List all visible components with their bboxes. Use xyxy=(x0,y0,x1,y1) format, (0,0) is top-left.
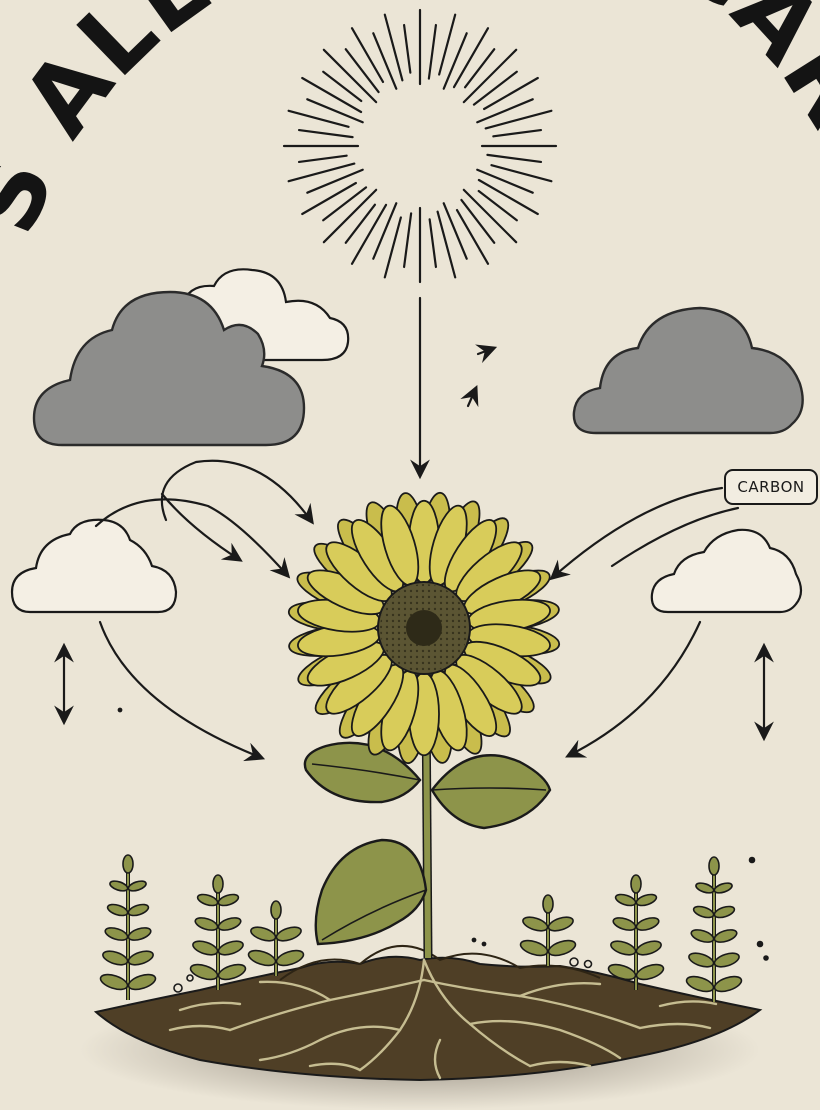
leaf-upper-right xyxy=(432,755,550,828)
seedling-leaf xyxy=(247,948,278,969)
seedling-leaf xyxy=(191,939,219,958)
sun-ray xyxy=(487,155,541,162)
seedling-leaf xyxy=(101,949,129,968)
seedling-leaf xyxy=(690,927,715,944)
sun-ray xyxy=(430,219,436,267)
sun-ray xyxy=(385,15,403,81)
sun-ray xyxy=(323,187,366,220)
seedling-bud xyxy=(271,901,281,919)
title-arc-right: E CAR xyxy=(568,0,820,147)
seedling xyxy=(685,857,744,1002)
small-arrow-b xyxy=(468,388,476,406)
seedling-leaf xyxy=(275,948,306,969)
sun-ray xyxy=(479,191,517,220)
seedling-leaf xyxy=(127,925,152,942)
seedling-bud xyxy=(123,855,133,873)
seedling-leaf xyxy=(713,951,741,970)
sun-ray xyxy=(299,156,347,162)
seedling-leaf xyxy=(217,915,242,932)
seedling-leaf xyxy=(104,925,129,942)
cloud-light-mid-right xyxy=(652,530,801,612)
sun-ray xyxy=(474,72,517,105)
seedling-leaf xyxy=(127,949,155,968)
seedling-bud xyxy=(543,895,553,913)
seedling xyxy=(247,901,306,976)
seedling-leaf xyxy=(713,881,733,895)
seedling-leaf xyxy=(127,902,150,917)
seedling-leaf xyxy=(275,925,303,944)
seedling xyxy=(189,875,248,990)
small-arrow-a xyxy=(478,348,494,354)
cloud-dark-top-right xyxy=(574,308,803,433)
sunflower-core xyxy=(406,610,442,646)
seedling-leaf xyxy=(614,892,637,907)
seedling-leaf xyxy=(687,951,715,970)
seedling-leaf xyxy=(249,925,277,944)
seedling-leaf xyxy=(635,962,666,983)
cloud-light-mid-left xyxy=(12,520,176,612)
seedling xyxy=(99,855,158,1000)
seedling xyxy=(607,875,666,990)
seedling-leaf xyxy=(635,892,658,907)
seedling-leaf xyxy=(127,879,147,893)
sun-ray xyxy=(299,130,353,137)
sun-ray xyxy=(429,25,436,79)
seedling-leaf xyxy=(609,939,637,958)
sun-ray xyxy=(461,200,494,243)
seedling-leaf xyxy=(127,972,158,993)
seedling-leaf xyxy=(217,892,240,907)
leaf-lower-left xyxy=(316,840,426,944)
title-arc-left: S ALL A xyxy=(0,0,326,248)
sun-ray xyxy=(486,111,552,129)
seedling xyxy=(519,895,578,966)
title-arc: S ALL A E CAR xyxy=(0,0,820,248)
sun-ray xyxy=(352,28,383,82)
seedling-leaf xyxy=(196,892,219,907)
seedling-leaf xyxy=(109,879,129,893)
sun-ray xyxy=(484,78,538,109)
seedling-leaf xyxy=(713,927,738,944)
sun-ray xyxy=(302,183,356,214)
seedling-leaf xyxy=(547,938,578,959)
sun-ray xyxy=(457,210,488,264)
sun-ray xyxy=(404,25,410,73)
sun-ray xyxy=(465,49,494,87)
seedling-leaf xyxy=(685,974,716,995)
seedling-bud xyxy=(709,857,719,875)
sun-ray xyxy=(404,213,411,267)
seedling-leaf xyxy=(217,939,245,958)
sun-ray xyxy=(346,49,379,92)
seedling-leaf xyxy=(635,939,663,958)
seedling-leaf xyxy=(612,915,637,932)
seedling-leaf xyxy=(547,915,575,934)
sun-ray xyxy=(346,205,375,243)
seedling-leaf xyxy=(692,904,715,919)
seedling-leaf xyxy=(519,938,550,959)
arrow-loop-left-top xyxy=(162,461,312,522)
sun-ray xyxy=(323,72,361,101)
seedling-leaf xyxy=(106,902,129,917)
sun-rays-icon xyxy=(284,10,556,282)
seedling-leaf xyxy=(713,974,744,995)
seedling-leaf xyxy=(635,915,660,932)
seedling-leaf xyxy=(99,972,130,993)
seedling-leaf xyxy=(194,915,219,932)
sun-ray xyxy=(493,130,541,136)
arrow-right-cloud-down xyxy=(568,622,700,756)
sun-ray xyxy=(438,212,456,278)
seedling-leaf xyxy=(521,915,549,934)
sun-ray xyxy=(289,164,355,182)
seedling-bud xyxy=(213,875,223,893)
seedling-leaf xyxy=(713,904,736,919)
carbon-label-text: CARBON xyxy=(737,478,804,496)
seedling-bud xyxy=(631,875,641,893)
carbon-label: CARBON xyxy=(724,469,818,505)
arrow-left-cloud-down xyxy=(100,622,262,758)
sunflower-head xyxy=(287,491,561,765)
seedling-leaf xyxy=(695,881,715,895)
